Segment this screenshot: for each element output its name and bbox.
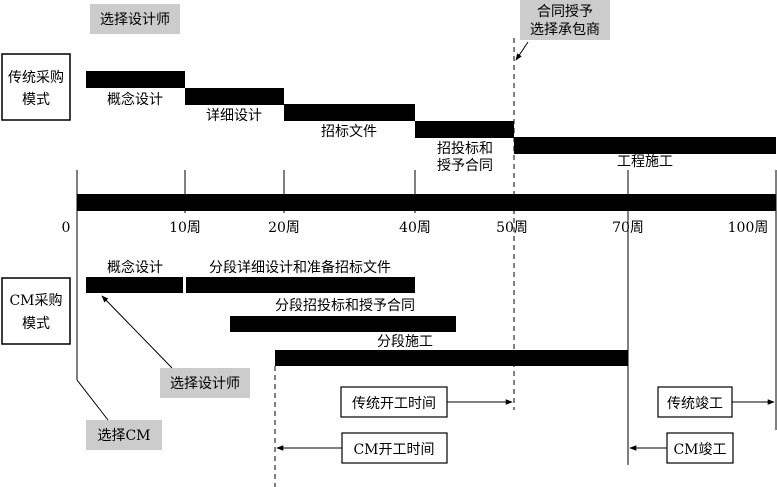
label-cm-staged-design: 分段详细设计和准备招标文件 [209, 259, 391, 276]
bar-trad-bid-docs [284, 104, 415, 121]
svg-text:合同授予: 合同授予 [537, 4, 593, 20]
traditional-mode-box: 传统采购 模式 [1, 53, 71, 121]
label-trad-detail: 详细设计 [206, 108, 262, 124]
cm-mode-label-2: 模式 [22, 316, 50, 332]
select-designer-cm-arrow [101, 295, 173, 369]
label-trad-construction: 工程施工 [617, 154, 673, 170]
bar-cm-staged-design [186, 277, 415, 293]
traditional-mode-label-1: 传统采购 [8, 70, 64, 86]
svg-text:CM竣工: CM竣工 [673, 442, 726, 458]
callout-select-designer-top: 选择设计师 [90, 4, 180, 34]
bar-trad-construction [514, 137, 776, 154]
bar-trad-detail [185, 88, 284, 105]
tick-100: 100周 [728, 220, 769, 236]
label-cm-concept: 概念设计 [107, 259, 163, 276]
cm-finish-box: CM竣工 [666, 432, 734, 464]
tick-20: 20周 [268, 220, 300, 236]
cm-mode-label-1: CM采购 [9, 293, 62, 309]
svg-text:传统竣工: 传统竣工 [667, 396, 723, 412]
svg-text:选择CM: 选择CM [97, 428, 150, 444]
svg-text:选择设计师: 选择设计师 [100, 12, 170, 28]
tick-0: 0 [62, 220, 71, 236]
traditional-start-box: 传统开工时间 [340, 386, 448, 418]
select-cm-arrow [76, 379, 109, 421]
callout-select-cm: 选择CM [86, 420, 162, 450]
callout-select-designer-cm: 选择设计师 [160, 368, 250, 398]
bar-trad-concept [86, 71, 185, 88]
label-cm-staged-bidding: 分段招投标和授予合同 [275, 298, 415, 314]
bar-cm-concept [86, 277, 183, 293]
traditional-finish-box: 传统竣工 [657, 386, 733, 418]
timeline-bar [77, 194, 776, 211]
label-trad-concept: 概念设计 [107, 91, 163, 108]
tick-10: 10周 [169, 220, 201, 236]
svg-text:选择设计师: 选择设计师 [170, 376, 240, 392]
select-contractor-arrow [515, 41, 529, 61]
bar-cm-staged-bidding [230, 316, 456, 332]
traditional-mode-label-2: 模式 [22, 92, 50, 108]
tick-40: 40周 [399, 220, 431, 236]
label-trad-bid-docs: 招标文件 [321, 124, 377, 140]
svg-text:选择承包商: 选择承包商 [530, 22, 600, 38]
svg-text:CM开工时间: CM开工时间 [353, 442, 434, 458]
bar-trad-bidding [415, 121, 514, 138]
callout-select-contractor: 合同授予 选择承包商 [520, 0, 610, 40]
label-trad-bidding-2: 授予合同 [437, 158, 493, 174]
bar-cm-staged-construction [275, 350, 628, 366]
cm-start-box: CM开工时间 [341, 432, 448, 464]
timeline-axis [76, 170, 777, 213]
cm-mode-box: CM采购 模式 [1, 277, 71, 345]
label-cm-staged-construction: 分段施工 [377, 334, 433, 350]
label-trad-bidding-1: 招投标和 [437, 141, 493, 157]
tick-50: 50周 [496, 220, 528, 236]
svg-text:传统开工时间: 传统开工时间 [352, 396, 436, 412]
